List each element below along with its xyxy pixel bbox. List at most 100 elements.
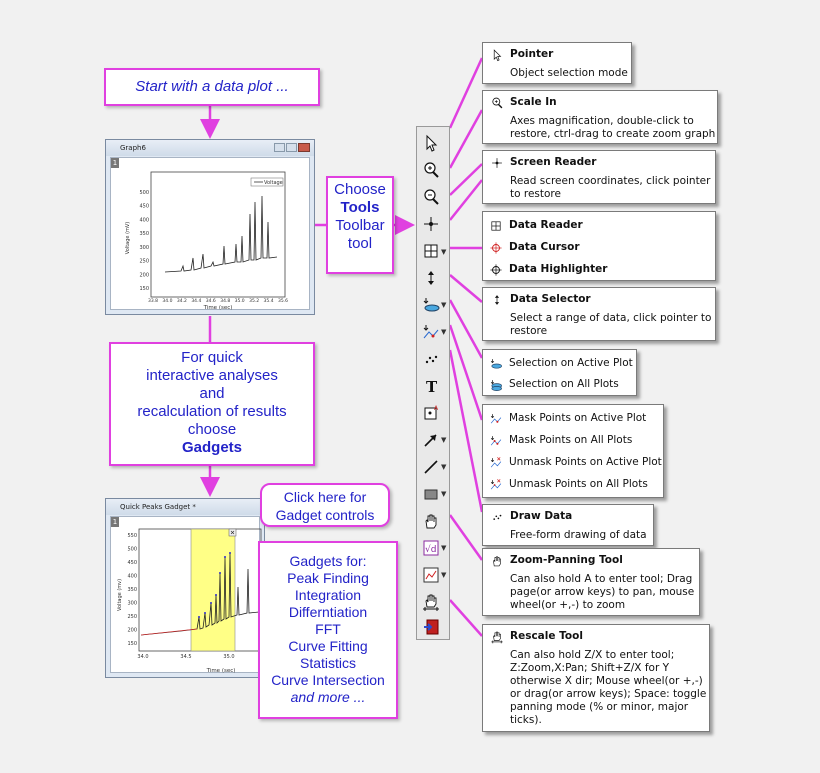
tooltip-desc: Object selection mode bbox=[510, 67, 628, 79]
exit-tool-icon[interactable] bbox=[421, 617, 441, 637]
x-tick-label: 34.4 bbox=[191, 298, 201, 304]
y-tick-label: 450 bbox=[127, 560, 137, 566]
chevron-down-icon[interactable]: ▼ bbox=[441, 490, 447, 498]
y-tick-label: 350 bbox=[139, 231, 149, 237]
scale-in-icon bbox=[492, 97, 503, 109]
arrow-tool-icon[interactable] bbox=[421, 430, 441, 450]
menu-item-label: Mask Points on Active Plot bbox=[509, 412, 647, 424]
scale-out-icon[interactable] bbox=[421, 187, 441, 207]
menu-item-label: Mask Points on All Plots bbox=[509, 434, 633, 446]
chevron-down-icon[interactable]: ▼ bbox=[441, 544, 447, 552]
y-tick-label: 250 bbox=[139, 259, 149, 265]
layer-badge: 1 bbox=[111, 517, 119, 527]
menu-item-label: Data Cursor bbox=[509, 241, 580, 253]
gadget-list-item: Integration bbox=[294, 587, 362, 603]
close-icon[interactable] bbox=[298, 143, 310, 152]
mask-points-icon[interactable] bbox=[421, 322, 441, 342]
menu-item-label: Unmask Points on Active Plot bbox=[509, 456, 662, 468]
y-tick-label: 400 bbox=[139, 217, 149, 223]
tooltip-desc-3: wheel(or +,-) to zoom bbox=[510, 599, 626, 611]
tooltip-title: Draw Data bbox=[510, 510, 573, 522]
data-highlighter-icon bbox=[490, 264, 502, 276]
data-reader-icon[interactable] bbox=[421, 241, 441, 261]
tooltip-pointer: Pointer Object selection mode bbox=[482, 42, 632, 84]
window-buttons[interactable] bbox=[274, 143, 310, 152]
chevron-down-icon[interactable]: ▼ bbox=[441, 571, 447, 579]
chevron-down-icon[interactable]: ▼ bbox=[441, 436, 447, 444]
screen-reader-icon bbox=[492, 158, 502, 168]
tooltip-screen-reader: Screen Reader Read screen coordinates, c… bbox=[482, 150, 716, 204]
tools-toolbar: ▼ ▼ ▼ T A ▼ ▼ ▼ √d ▼ ▼ bbox=[416, 126, 450, 640]
gadget-list-item: FFT bbox=[315, 621, 341, 637]
x-tick-label: 34.2 bbox=[177, 298, 187, 304]
draw-data-icon[interactable] bbox=[421, 349, 441, 369]
y-tick-label: 150 bbox=[139, 286, 149, 292]
gadget-list-item: Differntiation bbox=[288, 604, 368, 620]
tooltip-desc-1: Axes magnification, double-click to bbox=[510, 115, 694, 127]
selection-icon[interactable] bbox=[421, 295, 441, 315]
tooltip-desc-5: panning mode (% or minor, major bbox=[510, 701, 689, 713]
pointer-icon bbox=[493, 49, 502, 62]
graph-window-title: Graph6 bbox=[106, 140, 314, 156]
chevron-down-icon[interactable]: ▼ bbox=[441, 301, 447, 309]
start-box: Start with a data plot ... bbox=[104, 68, 320, 106]
tooltip-title: Pointer bbox=[510, 48, 554, 60]
rescale-tool-icon[interactable] bbox=[421, 592, 441, 612]
screen-reader-icon[interactable] bbox=[421, 214, 441, 234]
choose-tools-box: Choose Tools Toolbar tool bbox=[326, 176, 394, 274]
gadget-list-item: Curve Fitting bbox=[288, 638, 368, 654]
gadget-integration-icon[interactable]: √d bbox=[421, 538, 441, 558]
choose-text: Choose bbox=[334, 181, 386, 198]
text-tool-icon[interactable]: T bbox=[421, 376, 441, 396]
chevron-down-icon[interactable]: ▼ bbox=[441, 463, 447, 471]
gadget-list-item: Curve Intersection bbox=[271, 672, 385, 688]
rescale-tool-icon bbox=[491, 631, 503, 644]
selection-icon bbox=[490, 359, 502, 369]
menu-item-label: Selection on Active Plot bbox=[509, 357, 633, 369]
svg-text:√d: √d bbox=[425, 544, 436, 555]
tooltip-desc-2: Z:Zoom,X:Pan; Shift+Z/X for Y bbox=[510, 662, 670, 674]
y-tick-label: 200 bbox=[139, 272, 149, 278]
gadget-plot-icon[interactable] bbox=[421, 565, 441, 585]
gadget-list-item: Peak Finding bbox=[287, 570, 369, 586]
mask-points-icon bbox=[490, 414, 502, 424]
roi-rectangle bbox=[190, 528, 236, 652]
click-line-2: Gadget controls bbox=[275, 507, 375, 523]
start-text: Start with a data plot ... bbox=[135, 78, 289, 95]
tooltip-selection-group: Selection on Active Plot Selection on Al… bbox=[482, 349, 637, 396]
data-selector-icon[interactable] bbox=[421, 268, 441, 288]
tooltip-draw-data: Draw Data Free-form drawing of data bbox=[482, 504, 654, 546]
scale-in-icon[interactable] bbox=[421, 160, 441, 180]
zoom-panning-icon[interactable] bbox=[421, 511, 441, 531]
line-tool-icon[interactable] bbox=[421, 457, 441, 477]
menu-item-label: Data Highlighter bbox=[509, 263, 608, 275]
tooltip-data-selector: Data Selector Select a range of data, cl… bbox=[482, 287, 716, 341]
quick-line-5: choose bbox=[187, 421, 237, 438]
layer-badge: 1 bbox=[111, 158, 119, 168]
menu-item-label: Unmask Points on All Plots bbox=[509, 478, 648, 490]
pointer-icon[interactable] bbox=[421, 133, 441, 153]
x-tick-label: 33.8 bbox=[148, 298, 158, 304]
gadget-list-item: Statistics bbox=[299, 655, 356, 671]
y-axis-label: Voltage (mV) bbox=[125, 222, 131, 255]
rectangle-tool-icon[interactable] bbox=[421, 484, 441, 504]
tooltip-title: Rescale Tool bbox=[510, 630, 583, 642]
add-annotation-icon[interactable]: A bbox=[421, 403, 441, 423]
y-tick-label: 150 bbox=[127, 641, 137, 647]
tooltip-title: Scale In bbox=[510, 96, 557, 108]
chevron-down-icon[interactable]: ▼ bbox=[441, 248, 447, 256]
tooltip-desc-1: Select a range of data, click pointer to bbox=[510, 312, 712, 324]
tooltip-desc-4: or drag(or arrow keys); Space: toggle bbox=[510, 688, 707, 700]
chevron-down-icon[interactable]: ▼ bbox=[441, 328, 447, 336]
quick-line-3: and bbox=[199, 385, 225, 402]
x-tick-label: 34.0 bbox=[137, 654, 148, 660]
tool-text: tool bbox=[347, 235, 373, 252]
gadgets-more: and more ... bbox=[290, 689, 366, 705]
legend-label: Voltage bbox=[264, 180, 283, 186]
